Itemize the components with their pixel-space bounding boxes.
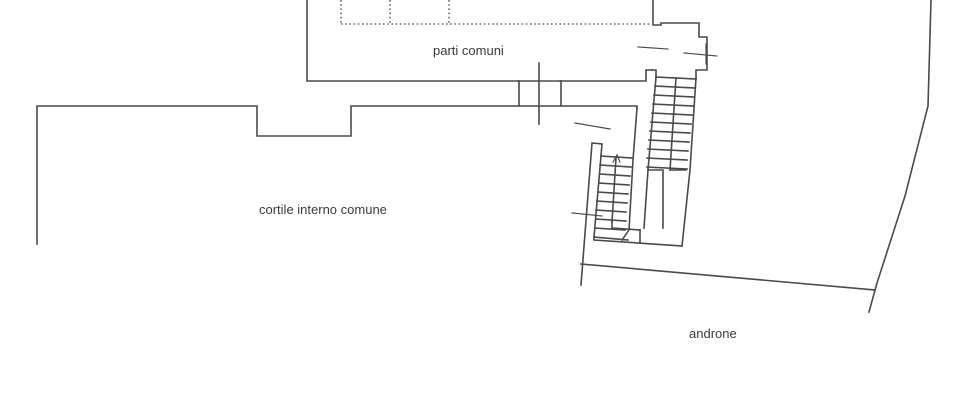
room-label-parti-comuni: parti comuni <box>433 43 504 58</box>
stair-left <box>571 142 641 286</box>
room-label-cortile: cortile interno comune <box>259 202 387 217</box>
room-label-androne: androne <box>689 326 737 341</box>
parti-comuni-walls <box>306 0 718 82</box>
stair-right <box>593 69 697 247</box>
androne-walls <box>580 0 932 313</box>
passage-walls <box>517 62 562 125</box>
cortile-walls <box>36 105 638 245</box>
